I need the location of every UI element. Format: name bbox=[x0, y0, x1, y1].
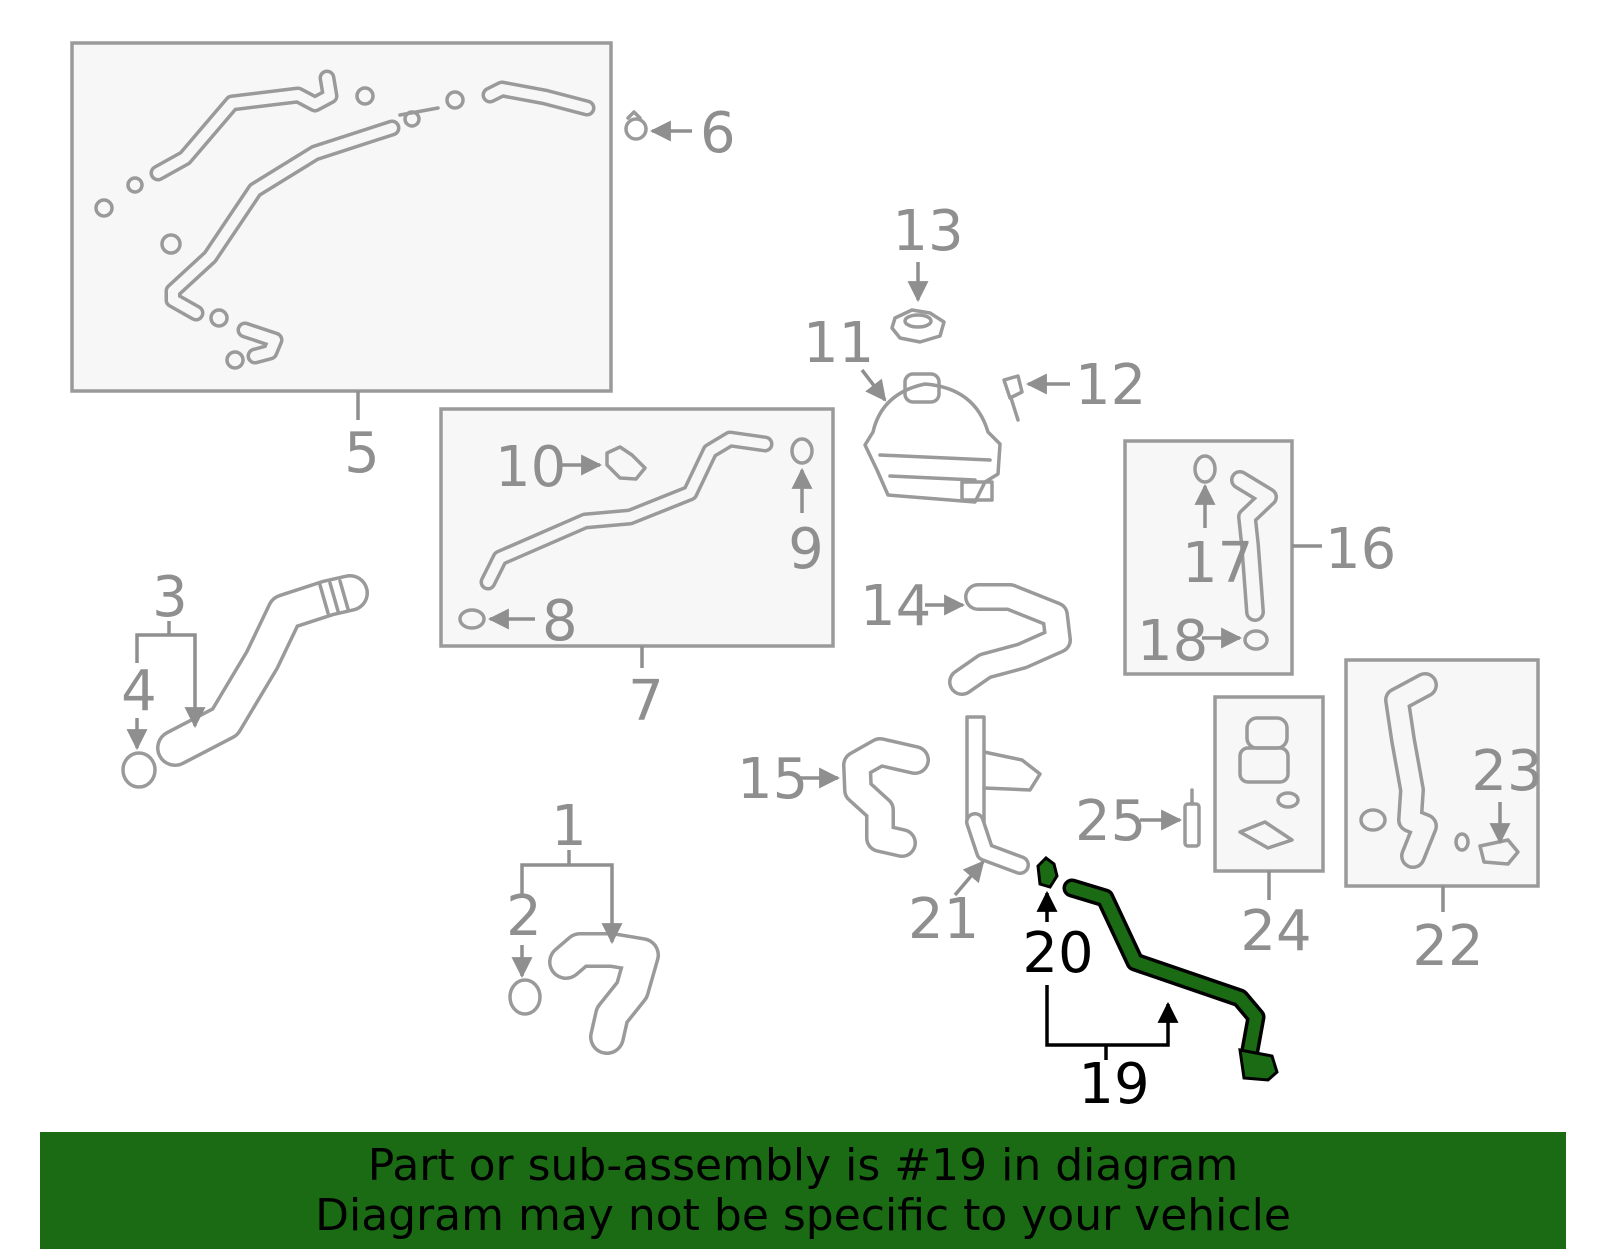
part-3-leader bbox=[135, 633, 206, 729]
part-9-clamp bbox=[790, 437, 814, 465]
label-24: 24 bbox=[1240, 899, 1311, 964]
part-15-group[interactable]: 15 bbox=[737, 737, 930, 858]
part-10-group[interactable]: 10 bbox=[495, 435, 647, 500]
part-11-leader bbox=[860, 368, 887, 402]
part-1-hose bbox=[548, 932, 660, 1055]
label-25: 25 bbox=[1075, 789, 1146, 854]
label-16: 16 bbox=[1325, 517, 1396, 582]
part-2-group[interactable]: 2 bbox=[506, 884, 542, 1016]
part-13-cap bbox=[890, 308, 946, 344]
part-11-group[interactable]: 11 bbox=[803, 311, 1002, 504]
part-15-hose bbox=[842, 737, 930, 858]
label-4: 4 bbox=[121, 659, 157, 724]
label-18: 18 bbox=[1137, 609, 1208, 674]
part-3-hose bbox=[156, 574, 369, 767]
part-6-group[interactable]: 6 bbox=[624, 101, 736, 166]
part-18-group[interactable]: 18 bbox=[1137, 609, 1269, 674]
part-22-group[interactable]: 22 bbox=[1344, 658, 1540, 979]
part-2-clamp bbox=[508, 978, 542, 1016]
label-19: 19 bbox=[1078, 1052, 1149, 1117]
part-19-group[interactable]: 19 bbox=[1045, 878, 1279, 1117]
part-1-leader bbox=[520, 863, 623, 945]
part-12-group[interactable]: 12 bbox=[1002, 353, 1146, 422]
part-7-hose bbox=[479, 430, 774, 591]
part-23-group[interactable]: 23 bbox=[1471, 739, 1543, 866]
info-banner: Part or sub-assembly is #19 in diagram D… bbox=[40, 1132, 1566, 1249]
part-25-group[interactable]: 25 bbox=[1075, 788, 1201, 854]
label-22: 22 bbox=[1412, 914, 1483, 979]
part-19-hose bbox=[1062, 878, 1279, 1082]
part-20-group[interactable]: 20 bbox=[1022, 856, 1094, 986]
label-7: 7 bbox=[628, 669, 664, 734]
label-8: 8 bbox=[542, 589, 578, 654]
part-3-group[interactable]: 3 bbox=[135, 565, 369, 767]
part-13-group[interactable]: 13 bbox=[890, 199, 964, 344]
part-9-group[interactable]: 9 bbox=[788, 437, 824, 582]
banner-line-part: Part or sub-assembly is #19 in diagram bbox=[367, 1140, 1239, 1191]
part-25-sensor bbox=[1183, 788, 1201, 848]
label-10: 10 bbox=[495, 435, 566, 500]
part-24-pump bbox=[1238, 716, 1300, 850]
banner-line-disclaimer: Diagram may not be specific to your vehi… bbox=[315, 1190, 1291, 1241]
part-8-clamp bbox=[458, 608, 486, 630]
label-13: 13 bbox=[892, 199, 963, 264]
label-21: 21 bbox=[908, 887, 979, 952]
label-15: 15 bbox=[737, 747, 808, 812]
part-14-group[interactable]: 14 bbox=[860, 574, 1072, 696]
part-24-box bbox=[1213, 695, 1325, 873]
part-22-hose bbox=[1359, 672, 1470, 869]
part-8-group[interactable]: 8 bbox=[458, 589, 578, 654]
part-11-reservoir bbox=[863, 372, 1002, 504]
part-12-bolt bbox=[1002, 374, 1024, 422]
part-17-group[interactable]: 17 bbox=[1182, 454, 1253, 596]
part-6-clamp bbox=[624, 110, 648, 141]
label-20: 20 bbox=[1022, 921, 1093, 986]
part-21-pipe bbox=[965, 715, 1042, 875]
part-19-leader bbox=[1045, 985, 1179, 1047]
part-18-clamp bbox=[1243, 629, 1269, 651]
part-24-group[interactable]: 24 bbox=[1213, 695, 1325, 964]
part-21-leader bbox=[953, 860, 985, 897]
part-4-group[interactable]: 4 bbox=[121, 659, 157, 789]
part-4-clamp bbox=[121, 751, 157, 789]
part-10-connector bbox=[605, 445, 647, 481]
label-2: 2 bbox=[506, 884, 542, 949]
label-14: 14 bbox=[860, 574, 931, 639]
label-6: 6 bbox=[700, 101, 736, 166]
label-11: 11 bbox=[803, 311, 874, 376]
label-23: 23 bbox=[1471, 739, 1542, 804]
part-17-clamp bbox=[1193, 454, 1217, 484]
part-5-hoses bbox=[94, 69, 596, 370]
label-1: 1 bbox=[551, 794, 587, 859]
label-5: 5 bbox=[344, 421, 380, 486]
label-3: 3 bbox=[152, 565, 188, 630]
label-17: 17 bbox=[1182, 531, 1253, 596]
label-9: 9 bbox=[788, 517, 824, 582]
part-7-group[interactable]: 7 bbox=[439, 407, 835, 734]
part-14-hose bbox=[948, 583, 1072, 696]
part-1-group[interactable]: 1 bbox=[520, 794, 660, 1055]
part-16-hose bbox=[1230, 470, 1278, 622]
part-5-group[interactable]: 5 bbox=[70, 41, 613, 486]
part-20-clamp bbox=[1036, 856, 1059, 889]
part-22-box bbox=[1344, 658, 1540, 888]
label-12: 12 bbox=[1075, 353, 1146, 418]
part-21-group[interactable]: 21 bbox=[908, 715, 1042, 952]
